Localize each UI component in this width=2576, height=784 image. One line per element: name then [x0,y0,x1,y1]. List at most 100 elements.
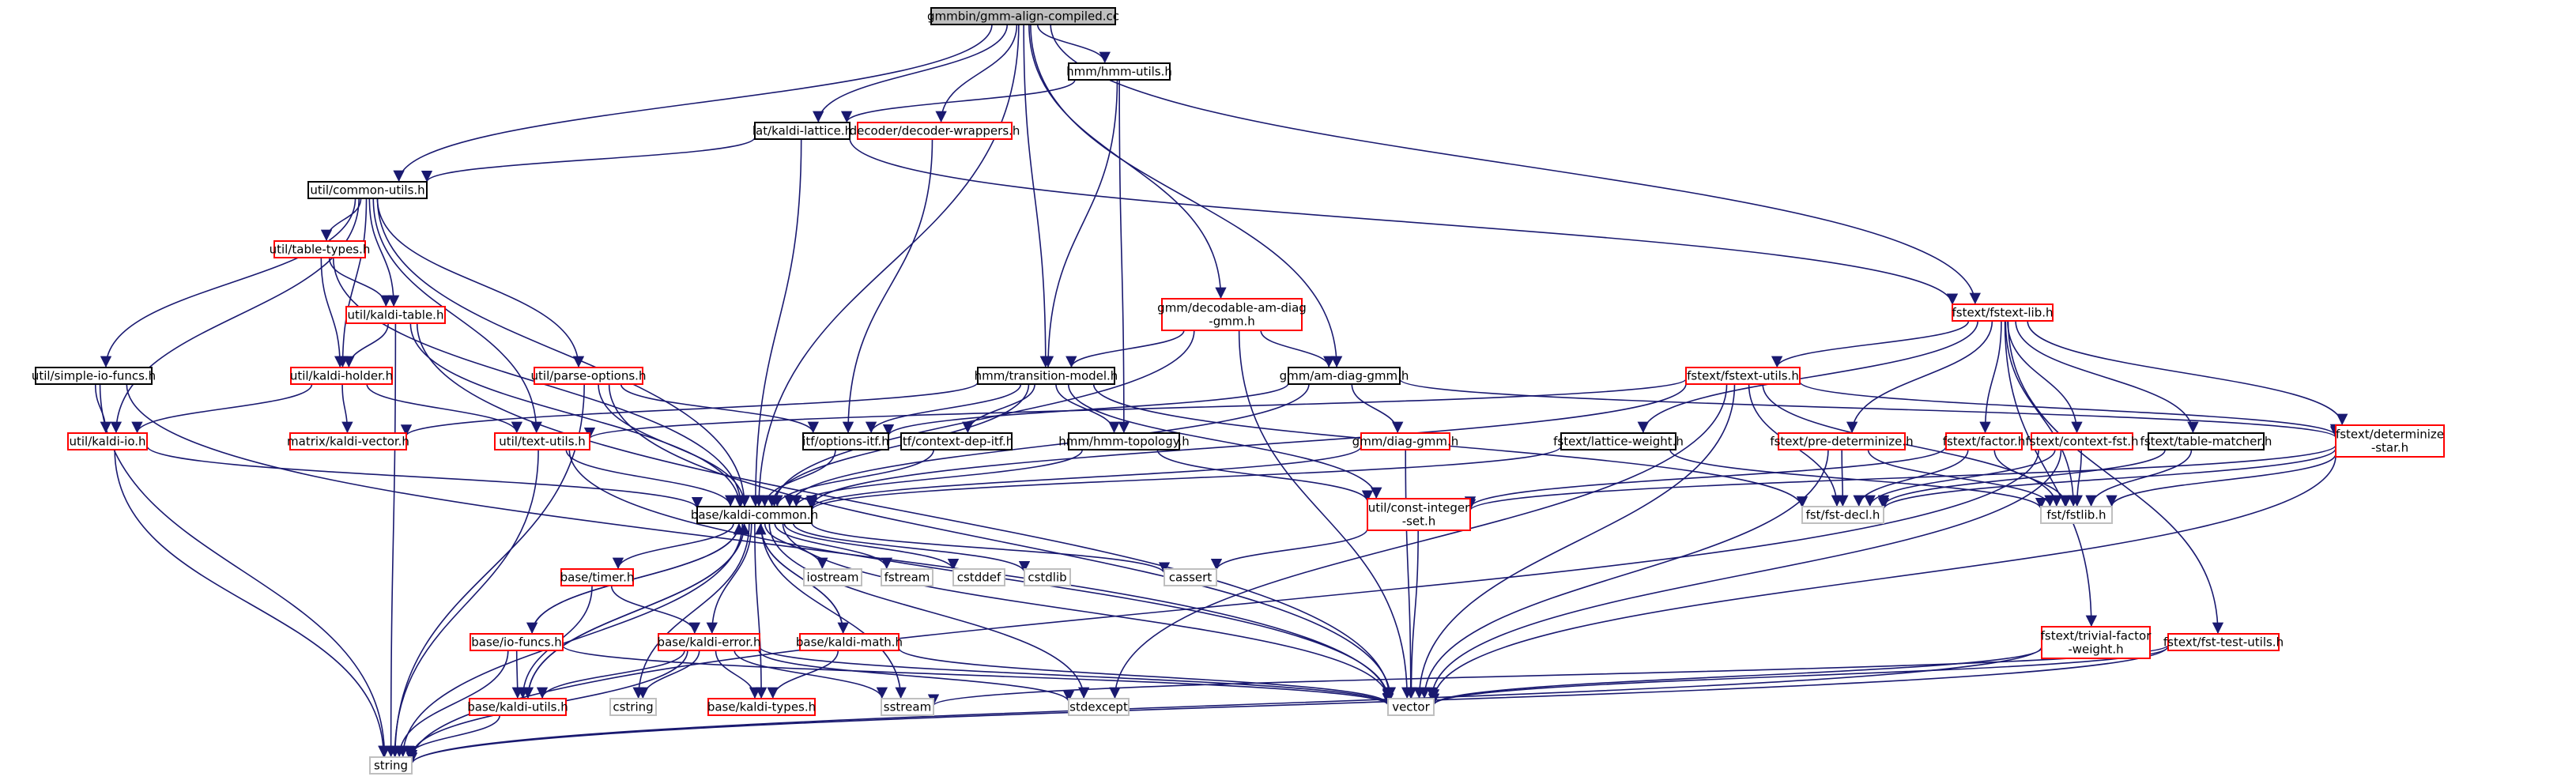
node-label: util/parse-options.h [531,369,647,383]
node-ctxfst[interactable]: fstext/context-fst.h [2026,432,2139,450]
node-box [609,698,657,716]
node-box [1560,432,1676,450]
edge-kaldicommon-to-iostream [764,522,828,570]
node-optitf[interactable]: itf/options-itf.h [802,432,889,450]
node-box [803,568,862,586]
node-predet[interactable]: fstext/pre-determinize.h [1770,432,1914,450]
node-box [1801,506,1884,524]
node-cassert: cassert [1164,568,1217,586]
node-label: util/common-utils.h [310,183,424,198]
node-box [658,633,760,651]
edge-factor-to-fstdecl [1853,449,1969,507]
node-latlattice[interactable]: lat/kaldi-lattice.h [752,122,852,140]
edge-fstlib-to-detstar [2027,320,2348,426]
node-textutils[interactable]: util/text-utils.h [494,432,590,450]
edge-kaldiio-to-string [114,449,390,758]
node-kmath[interactable]: base/kaldi-math.h [796,633,903,651]
node-fstutils[interactable]: fstext/fstext-utils.h [1685,367,1801,385]
node-box [707,698,816,716]
edge-latlattice-to-kaldicommon [749,138,802,507]
node-kaldiio[interactable]: util/kaldi-io.h [67,432,148,450]
node-ktypes[interactable]: base/kaldi-types.h [707,698,816,716]
edge-optitf-to-kaldicommon [759,449,836,507]
node-box [2335,424,2445,458]
node-commonutils[interactable]: util/common-utils.h [307,181,428,199]
edge-fstlib-to-fstfstlib [2005,320,2080,507]
edge-fsttest-to-string [406,646,2169,764]
node-fsttest[interactable]: fstext/fst-test-utils.h [2163,633,2284,651]
node-label: fst/fstlib.h [2046,508,2106,522]
node-box [290,367,393,385]
edge-kmath-to-ktypes [767,650,839,699]
node-amdiag[interactable]: gmm/am-diag-gmm.h [1280,367,1409,385]
node-box [2031,432,2133,450]
edge-kaldicommon-to-stdexcept [768,522,1090,699]
node-label: base/timer.h [560,571,635,585]
node-label: util/kaldi-table.h [348,308,444,322]
node-cstddef: cstddef [952,568,1005,586]
node-kalholder[interactable]: util/kaldi-holder.h [290,367,393,385]
node-label: cstring [613,700,653,714]
node-label: base/kaldi-math.h [796,635,903,650]
edge-transmodel-to-constint [1067,383,1382,499]
node-label: itf/context-dep-itf.h [900,435,1014,449]
edge-simpleio-to-string [99,383,390,758]
node-vector: vector [1387,698,1435,716]
node-latweight[interactable]: fstext/lattice-weight.h [1553,432,1684,450]
edge-diaggmm-to-kaldicommon [806,446,1362,509]
node-gmmdecam[interactable]: gmm/decodable-am-diag-gmm.h [1157,298,1307,331]
node-matvec[interactable]: matrix/kaldi-vector.h [287,432,409,450]
node-decwrap[interactable]: decoder/decoder-wrappers.h [850,122,1020,140]
node-kerror[interactable]: base/kaldi-error.h [658,633,761,651]
node-ctxdep[interactable]: itf/context-dep-itf.h [900,432,1014,450]
node-label: util/table-types.h [270,243,371,257]
node-kutils[interactable]: base/kaldi-utils.h [467,698,568,716]
node-box [1778,432,1906,450]
edge-kerror-to-cstring [637,650,700,699]
node-box [289,432,407,450]
node-box [345,306,446,324]
node-factor[interactable]: fstext/factor.h [1943,432,2026,450]
node-tablematch[interactable]: fstext/table-matcher.h [2140,432,2272,450]
edge-fstutils-to-stdexcept [1109,383,1728,699]
node-transmodel[interactable]: hmm/transition-model.h [975,367,1118,385]
edge-kaldicommon-to-vector [782,522,1394,701]
edge-kaldicommon-to-cassert [811,522,1170,575]
node-hmmutils[interactable]: hmm/hmm-utils.h [1066,62,1172,81]
node-kaldicommon[interactable]: base/kaldi-common.h [691,506,818,524]
node-diaggmm[interactable]: gmm/diag-gmm.h [1352,432,1459,450]
edge-tabletypes-to-kalholder [320,257,346,368]
node-trivfactor[interactable]: fstext/trivial-factor-weight.h [2041,626,2152,659]
edge-fstlib-to-trivfactor [2004,320,2098,628]
node-constint[interactable]: util/const-integer-set.h [1367,498,1471,531]
node-label: base/io-funcs.h [471,635,561,650]
edge-latlattice-to-commonutils [421,137,756,183]
node-label: util/text-utils.h [499,435,586,449]
node-box [952,568,1005,586]
node-tabletypes[interactable]: util/table-types.h [270,240,371,258]
edge-commonutils-to-textutils [372,198,542,434]
node-kaltable[interactable]: util/kaldi-table.h [345,306,446,324]
edge-parseopt-to-string [389,383,585,758]
node-detstar[interactable]: fstext/determinize-star.h [2335,424,2445,458]
edge-fstlib-to-fstutils [1771,320,1970,368]
node-root[interactable]: gmmbin/gmm-align-compiled.cc [927,7,1119,25]
node-box [35,367,153,385]
node-simpleio[interactable]: util/simple-io-funcs.h [32,367,156,385]
edge-parseopt-to-vector [608,383,1397,699]
node-box [977,367,1115,385]
node-label: fstext/trivial-factor [2041,629,2152,643]
node-iofuncs[interactable]: base/io-funcs.h [470,633,564,651]
node-timer[interactable]: base/timer.h [560,568,635,586]
node-label: matrix/kaldi-vector.h [287,435,409,449]
edge-amdiag-to-diaggmm [1351,383,1404,434]
edge-kaldicommon-to-ktypes [754,522,768,699]
node-parseopt[interactable]: util/parse-options.h [531,367,647,385]
edge-hmmutils-to-hmmtopo [1118,79,1130,434]
node-hmmtopo[interactable]: hmm/hmm-topology.h [1058,432,1190,450]
edge-kaldicommon-to-cstring [632,522,750,699]
node-box [930,7,1116,25]
node-label: fstext/lattice-weight.h [1553,435,1684,449]
node-fstlib[interactable]: fstext/fstext-lib.h [1952,303,2054,322]
